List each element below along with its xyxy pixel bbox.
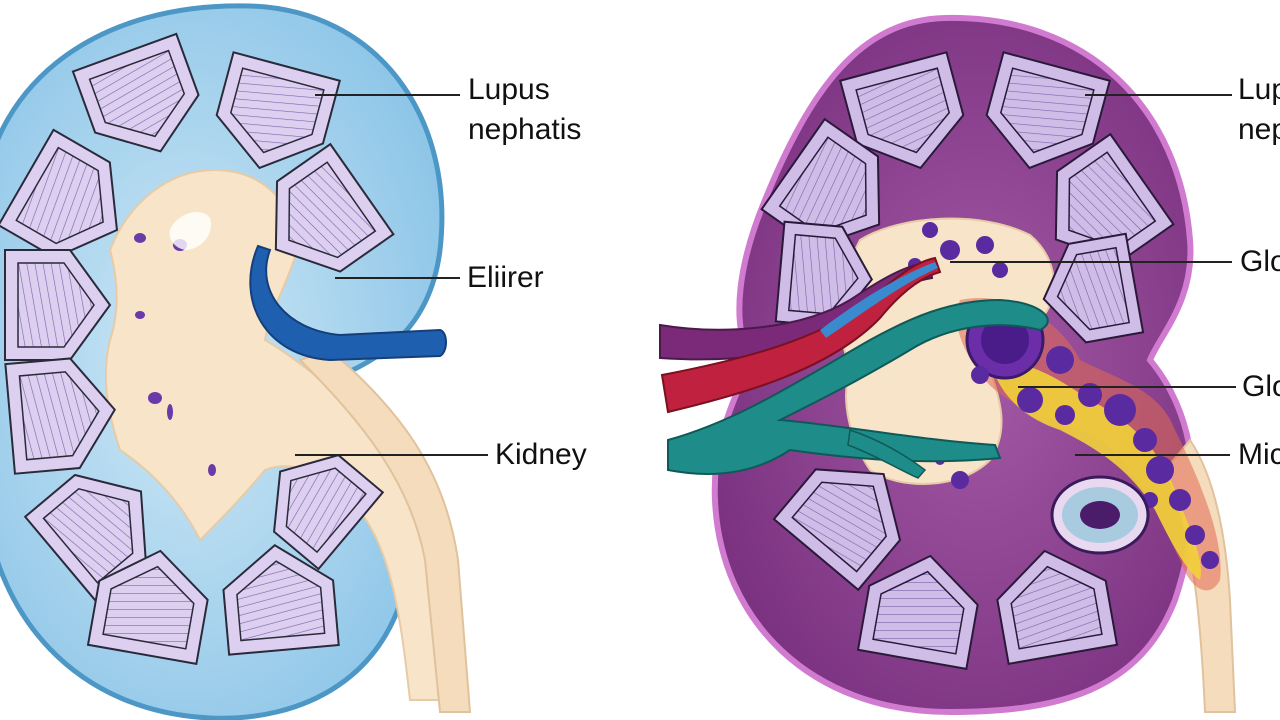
left-calyx-highlight — [169, 211, 211, 250]
right-kidney — [659, 14, 1237, 716]
right-lesion-yellow — [990, 360, 1201, 580]
right-renal-artery — [660, 256, 942, 414]
right-renal-vein-teal — [667, 298, 1049, 475]
left-ureter — [298, 348, 472, 713]
left-renal-vein — [249, 244, 447, 362]
right-label-nep: nep — [1238, 113, 1280, 146]
right-label-lup: Lup — [1238, 73, 1280, 106]
right-lesion-purple-clusters — [908, 222, 1219, 569]
left-label-nephatis: nephatis — [468, 113, 582, 146]
right-teal-branch — [847, 429, 927, 479]
right-glomerulus-detail — [1050, 475, 1150, 555]
left-label-kidney: Kidney — [495, 438, 587, 471]
right-leader-lines — [950, 94, 1236, 456]
left-label-lupus: Lupus — [468, 73, 550, 106]
right-label-glo-1: Glo — [1240, 245, 1280, 278]
right-artery-inner-vessel — [820, 262, 938, 338]
right-label-glo-2: Glo — [1242, 370, 1280, 403]
left-label-eliirer: Eliirer — [467, 261, 544, 294]
right-renal-pyramids — [760, 51, 1175, 671]
right-label-mic: Mic — [1238, 438, 1280, 471]
left-renal-pyramids — [0, 32, 395, 666]
left-kidney — [0, 3, 472, 720]
left-leader-lines — [295, 94, 488, 456]
